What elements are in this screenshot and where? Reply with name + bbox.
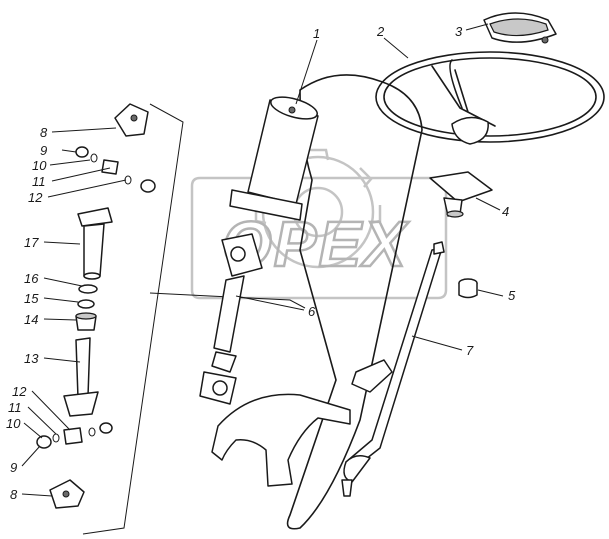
splined-shaft [63,337,99,417]
group-bracket [82,103,184,535]
callout-16: 16 [24,271,39,286]
callout-10-bottom: 10 [6,416,21,431]
callout-4: 4 [502,204,509,219]
callout-13: 13 [24,351,39,366]
callout-12-bottom: 12 [12,384,27,399]
callout-11-top: 11 [32,174,46,189]
group-bracket-link [149,292,306,309]
callout-1: 1 [313,26,320,41]
support-bracket [211,393,351,487]
callout-5: 5 [508,288,516,303]
callout-2: 2 [376,24,385,39]
nut-14 [75,312,97,331]
horn-pad [483,12,557,44]
yoke-bottom [49,479,85,509]
callout-9-bottom: 9 [10,460,17,475]
splined-yoke [77,207,113,280]
callout-8-bottom: 8 [10,487,18,502]
callout-15: 15 [24,291,39,306]
steering-wheel [375,51,605,145]
washer-15 [77,299,95,309]
callout-8-top: 8 [40,125,48,140]
bottom-cross-kit [36,422,113,449]
callout-9-top: 9 [40,143,47,158]
callout-11-bottom: 11 [8,400,22,415]
callout-14: 14 [24,312,38,327]
callout-3: 3 [455,24,463,39]
leader-lines [21,23,504,497]
washer-16 [78,284,98,294]
callout-10-top: 10 [32,158,47,173]
callout-12-top: 12 [28,190,43,205]
callout-17: 17 [24,235,39,250]
callout-6: 6 [308,304,316,319]
column-housing [229,96,319,221]
top-cross-kit [75,146,156,193]
callout-7: 7 [466,343,474,358]
watermark: OPEX [190,148,448,300]
yoke-top [114,103,149,137]
floor-panel-outline [286,74,423,530]
callout-labels: 1 2 3 4 5 6 7 8 9 10 11 12 17 16 15 14 1… [6,24,516,502]
steering-hub [429,171,493,218]
bushing [458,278,478,299]
intermediate-shaft [199,233,263,405]
steering-column-tube [341,241,445,497]
